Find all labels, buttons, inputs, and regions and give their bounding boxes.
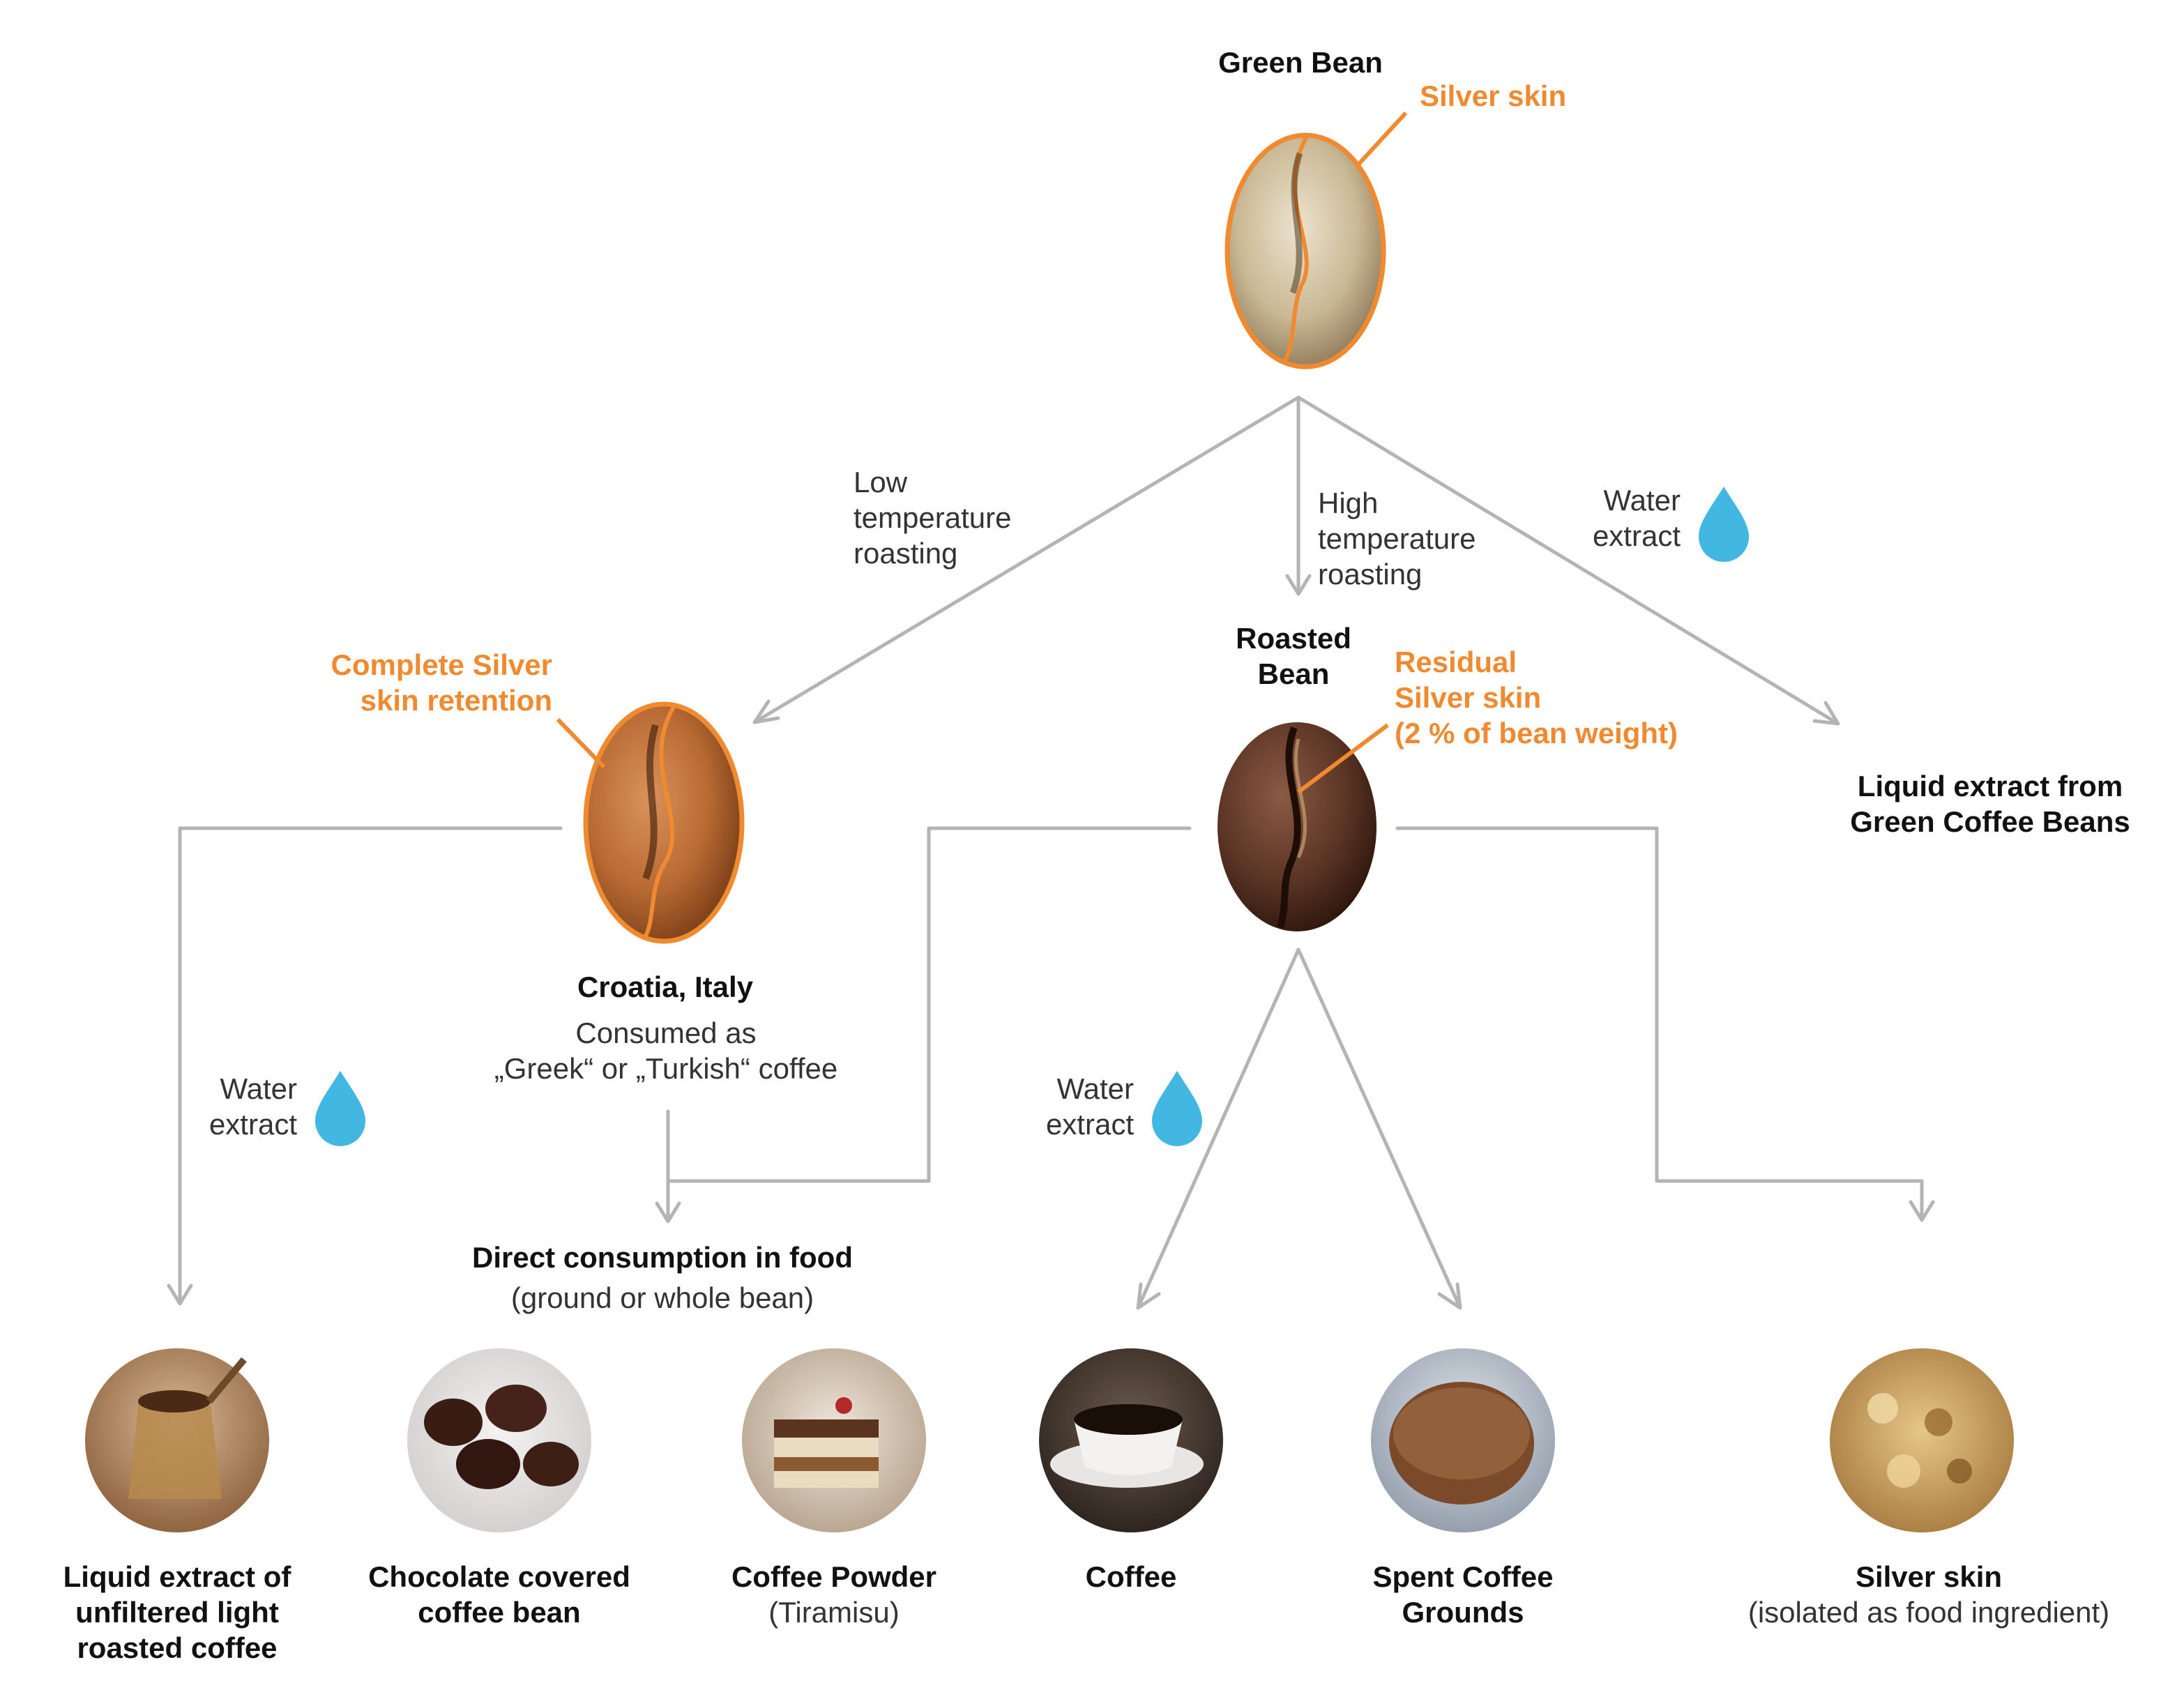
green-bean-image — [1224, 132, 1386, 370]
connector-lines — [167, 395, 1935, 1310]
product-title: Coffee Powder (Tiramisu) — [702, 1559, 966, 1630]
consumed-as-label: Consumed as„Greek“ or „Turkish“ coffee — [494, 1016, 838, 1086]
arrow-to-silver-skin — [1395, 826, 1935, 1222]
chocolate-beans-photo — [407, 1348, 591, 1532]
coffee-cup-photo — [1039, 1348, 1223, 1532]
retention-leader-line — [556, 717, 606, 769]
direct-consumption-title: Direct consumption in food — [472, 1241, 853, 1274]
light-roasted-bean-image — [583, 701, 745, 944]
product-title: Silver skin (isolated as food ingredient… — [1720, 1559, 2138, 1630]
green-bean-label: Green Bean — [1218, 46, 1383, 79]
roasted-bean-image — [1218, 722, 1377, 931]
arrow-to-liquid-extract-light — [167, 826, 563, 1306]
water-drop-icon — [1152, 1071, 1202, 1146]
product-subtitle: (isolated as food ingredient) — [1747, 1596, 2110, 1629]
silver-skin-label: Silver skin — [1420, 79, 1567, 112]
arrow-to-coffee — [1136, 947, 1300, 1310]
water-drop-icon — [315, 1071, 365, 1146]
tiramisu-photo — [742, 1348, 926, 1532]
direct-consumption-sub: (ground or whole bean) — [510, 1281, 814, 1314]
product-title: Coffee — [1085, 1560, 1177, 1593]
spent-grounds-photo — [1371, 1348, 1555, 1532]
arrow-to-spent-grounds — [1296, 947, 1462, 1310]
silver-skin-leader-line — [1355, 111, 1408, 168]
water-drop-icon — [1699, 487, 1749, 562]
residual-leader-line — [1297, 723, 1389, 794]
arrow-to-direct-consumption — [655, 826, 1192, 1224]
arrow-to-light-roast — [752, 395, 1300, 724]
turkish-coffee-pot-photo — [85, 1348, 269, 1532]
product-subtitle: (Tiramisu) — [768, 1596, 900, 1629]
arrow-to-roasted-bean — [1285, 395, 1312, 596]
silver-skin-photo — [1830, 1348, 2014, 1532]
croatia-italy-label: Croatia, Italy — [577, 970, 754, 1003]
arrow-to-green-extract — [1296, 395, 1840, 726]
